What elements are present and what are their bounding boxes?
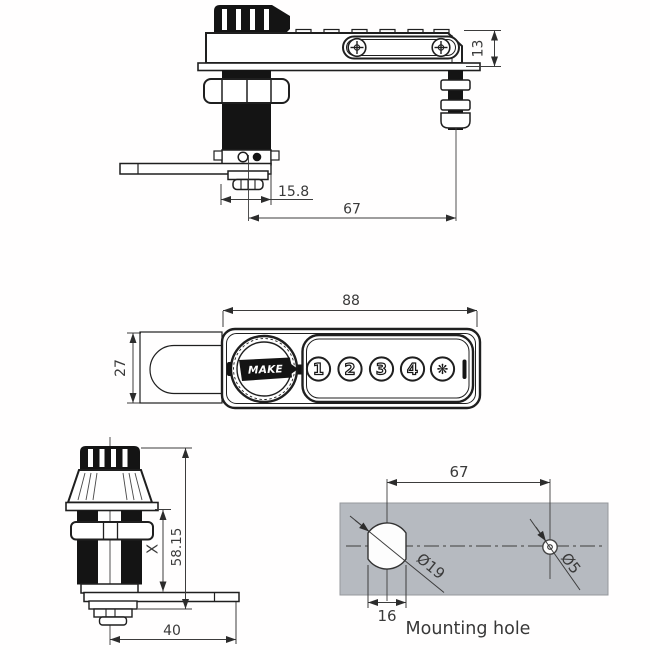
dim-text-27: 27 [113,359,129,377]
knob-front: MAKE [227,334,305,404]
dim-text-58-15: 58.15 [169,528,185,567]
dim-text-40: 40 [163,623,181,639]
dim-hole-flat-width: 16 [367,565,407,625]
hex-nut-side [70,521,154,541]
view-top-assembly: 15.8 67 13 [119,5,501,222]
button-3-label: 3 [376,360,387,379]
dim-grip-length: X [144,509,171,592]
dim-text-13: 13 [471,40,487,58]
screw-left-icon [347,37,367,58]
button-1-label: 1 [313,360,324,379]
fixing-screw [440,70,471,221]
cam-hub [213,149,280,165]
keypad-button-4: 4 [399,356,426,382]
dim-housing-height: 13 [464,30,501,67]
dim-text-67-mounting: 67 [449,463,468,481]
mounting-hole-caption: Mounting hole [406,619,531,639]
knurled-collar [66,469,154,504]
dim-text-x: X [144,544,162,554]
retaining-nut [227,170,269,191]
led-indicator-bar [462,359,467,379]
flange-strip [197,62,481,72]
cam-hub-side [80,583,139,594]
dim-body-width: 15.8 [220,166,313,205]
dim-overall-width: 88 [222,293,478,327]
brand-badge [239,357,292,381]
keypad-button-2: 2 [337,356,363,382]
keypad-button-3: 3 [368,356,395,382]
dim-center-to-screw: 67 [249,202,456,222]
keypad-button-1: 1 [305,356,332,382]
retaining-nut-side [88,600,138,626]
dim-text-15-8: 15.8 [278,184,309,200]
view-mounting-hole: 67 Ø19 Ø5 16 Mounting hole [339,463,609,639]
button-4-label: 4 [407,360,418,379]
pointer-icon [289,362,298,376]
knob-top [214,5,290,34]
screw-right-icon [431,37,451,58]
dim-hole-spacing: 67 [387,463,550,486]
hex-nut [203,78,290,104]
button-star-icon: ❋ [437,362,449,378]
cam-arm-side [83,591,240,603]
dim-cam-reach: 40 [110,602,237,644]
screw-slot-plate [342,35,460,60]
dim-text-67-top: 67 [343,202,361,218]
dim-overall-length: 58.15 [138,447,192,610]
dim-text-88: 88 [342,293,360,309]
view-side-vertical: X 58.15 40 [65,437,240,645]
button-2-label: 2 [344,360,355,379]
dim-text-16: 16 [377,607,396,625]
brand-logo-text: MAKE [248,363,284,376]
collar-flange [65,501,159,512]
view-front: 88 27 MAKE [113,293,482,410]
knob-side [80,446,140,470]
keypad-button-star: ❋ [429,356,456,382]
cam-tab-front [149,344,230,395]
dim-overall-height: 27 [113,332,141,404]
